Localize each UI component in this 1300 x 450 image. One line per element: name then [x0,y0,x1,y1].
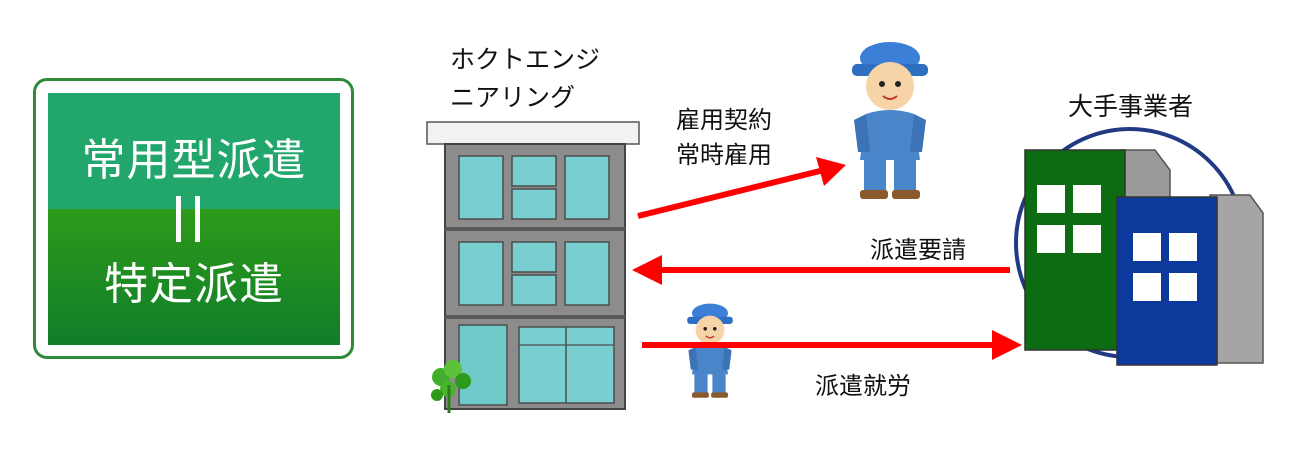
employment-label-line2: 常時雇用 [676,141,772,169]
request-label: 派遣要請 [870,236,966,264]
dispatch-label: 派遣就労 [815,372,911,400]
client-name: 大手事業者 [1068,92,1194,121]
plant-icon [431,360,471,413]
arrow-dispatch [642,330,1022,360]
worker-icon-bottom [687,303,733,398]
company-name-line2: ニアリング [450,83,576,112]
badge-bottom-text: 特定派遣 [104,259,284,310]
client-buildings-illustration [1014,127,1264,366]
blue-building [1116,196,1218,366]
badge-top-text: 常用型派遣 [81,135,307,186]
company-building-illustration [426,121,640,413]
arrow-request [632,255,1010,285]
badge-equals-line-left [176,196,181,242]
badge-equals-line-right [195,196,200,242]
badge-background [48,93,340,345]
worker-icon-top [852,42,928,199]
company-name-line1: ホクトエンジ [450,45,601,74]
employment-label-line1: 雇用契約 [676,106,772,134]
arrow-employment [637,157,846,219]
